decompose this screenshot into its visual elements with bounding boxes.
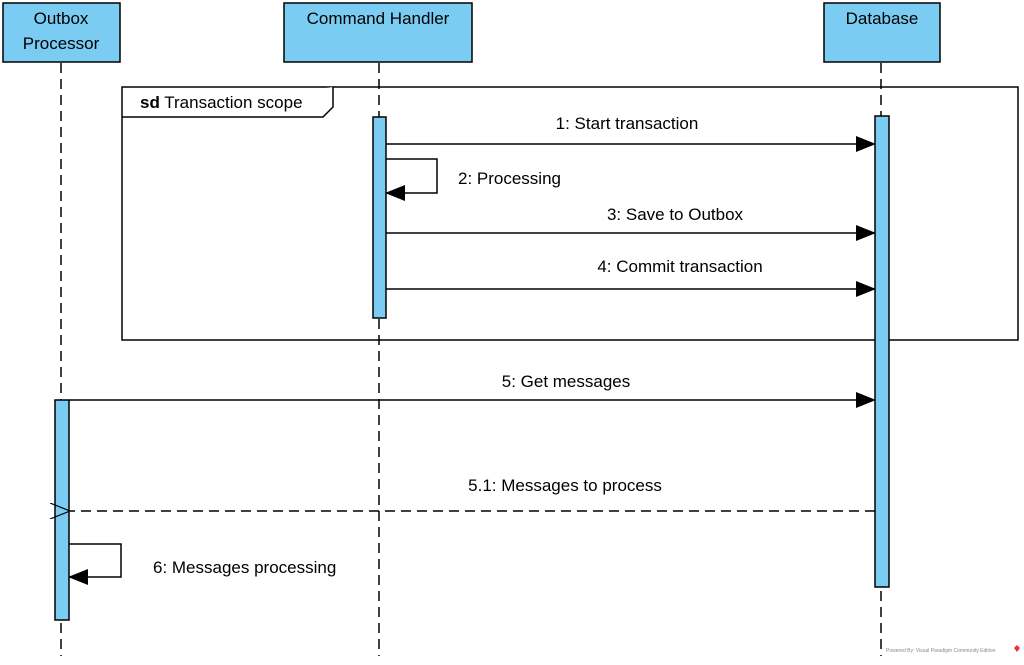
activation-handler xyxy=(372,116,387,319)
message-6-arrow xyxy=(68,543,122,585)
watermark: Powered By: Visual Paradigm Community Ed… xyxy=(886,645,1020,654)
svg-text:Powered By: Visual Paradigm Co: Powered By: Visual Paradigm Community Ed… xyxy=(886,648,996,654)
activation-db xyxy=(874,115,890,588)
message-2-arrow xyxy=(385,158,438,201)
visual-paradigm-logo-icon xyxy=(1014,645,1020,652)
lifeline-label: Command Handler xyxy=(307,9,450,28)
frame-keyword: sd xyxy=(140,93,160,112)
message-1-label: 1: Start transaction xyxy=(556,114,699,133)
frame-name: Transaction scope xyxy=(164,93,302,112)
lifeline-head-handler[interactable]: Command Handler xyxy=(283,2,473,63)
activation-outbox xyxy=(54,399,70,621)
message-3-label: 3: Save to Outbox xyxy=(607,205,744,224)
svg-text:sd Transaction scope: sd Transaction scope xyxy=(140,93,303,112)
message-6-label: 6: Messages processing xyxy=(153,558,336,577)
frame-transaction-scope: sd Transaction scope xyxy=(121,86,1019,341)
lifeline-label: Outbox xyxy=(34,9,89,28)
message-5-1-label: 5.1: Messages to process xyxy=(468,476,662,495)
lifeline-label: Database xyxy=(846,9,919,28)
lifeline-head-db[interactable]: Database xyxy=(823,2,941,63)
message-4-label: 4: Commit transaction xyxy=(597,257,762,276)
message-5-label: 5: Get messages xyxy=(502,372,631,391)
message-2-label: 2: Processing xyxy=(458,169,561,188)
lifeline-head-outbox[interactable]: Outbox Processor xyxy=(2,2,121,63)
lifeline-label: Processor xyxy=(23,34,100,53)
